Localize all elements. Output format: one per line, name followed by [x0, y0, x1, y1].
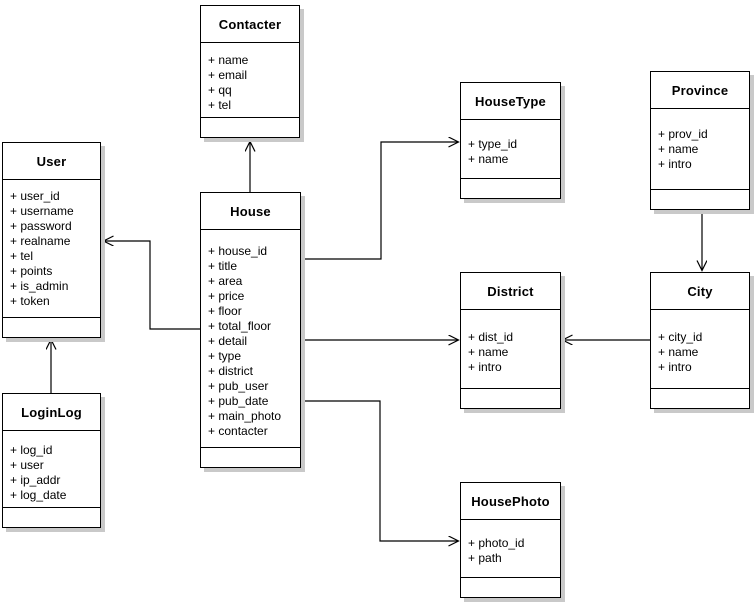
attribute-row: + house_id — [208, 244, 268, 258]
attribute-row: + intro — [468, 360, 502, 374]
attribute-list: + dist_id+ name+ intro — [461, 310, 560, 388]
attribute-row: + name — [658, 142, 699, 156]
class-box-user[interactable]: User + user_id+ username+ password+ real… — [2, 142, 101, 338]
class-box-contacter[interactable]: Contacter + name+ email+ qq+ tel — [200, 5, 300, 138]
attribute-row: + prov_id — [658, 127, 708, 141]
class-title: HousePhoto — [461, 483, 560, 520]
class-title: User — [3, 143, 100, 180]
attribute-row: + user — [10, 458, 44, 472]
class-box-house[interactable]: House + house_id+ title+ area+ price+ fl… — [200, 192, 301, 468]
class-box-city[interactable]: City + city_id+ name+ intro — [650, 272, 750, 409]
methods-compartment — [201, 117, 299, 137]
attribute-row: + intro — [658, 360, 692, 374]
methods-compartment — [201, 447, 300, 467]
attribute-row: + log_date — [10, 488, 67, 502]
attribute-row: + type — [208, 349, 242, 363]
attribute-row: + detail — [208, 334, 248, 348]
attribute-row: + username — [10, 204, 74, 218]
attribute-row: + name — [208, 53, 249, 67]
attribute-row: + log_id — [10, 443, 53, 457]
methods-compartment — [3, 317, 100, 337]
connector-house-user[interactable] — [104, 241, 200, 330]
attribute-row: + realname — [10, 234, 71, 248]
attribute-list: + log_id+ user+ ip_addr+ log_date — [3, 431, 100, 507]
attribute-row: + district — [208, 364, 254, 378]
methods-compartment — [651, 189, 749, 209]
attribute-list: + house_id+ title+ area+ price+ floor+ t… — [201, 230, 300, 447]
attribute-row: + photo_id — [468, 536, 525, 550]
attribute-row: + intro — [658, 157, 692, 171]
attribute-row: + ip_addr — [10, 473, 61, 487]
class-box-housephoto[interactable]: HousePhoto + photo_id+ path — [460, 482, 561, 598]
attribute-list: + prov_id+ name+ intro — [651, 109, 749, 189]
class-title: LoginLog — [3, 394, 100, 431]
class-box-loginlog[interactable]: LoginLog + log_id+ user+ ip_addr+ log_da… — [2, 393, 101, 528]
connector-house-housetype[interactable] — [301, 142, 458, 260]
attribute-row: + path — [468, 551, 502, 565]
attribute-row: + type_id — [468, 137, 518, 151]
attribute-row: + token — [10, 294, 50, 308]
attribute-row: + floor — [208, 304, 242, 318]
attribute-row: + qq — [208, 83, 232, 97]
attribute-row: + email — [208, 68, 248, 82]
methods-compartment — [461, 577, 560, 597]
attribute-row: + title — [208, 259, 238, 273]
attribute-row: + city_id — [658, 330, 703, 344]
class-title: District — [461, 273, 560, 310]
attribute-row: + tel — [208, 98, 232, 112]
class-box-province[interactable]: Province + prov_id+ name+ intro — [650, 71, 750, 210]
attribute-row: + user_id — [10, 189, 60, 203]
attribute-row: + name — [658, 345, 699, 359]
attribute-row: + points — [10, 264, 53, 278]
attribute-row: + area — [208, 274, 243, 288]
methods-compartment — [3, 507, 100, 527]
attribute-list: + photo_id+ path — [461, 520, 560, 577]
class-title: HouseType — [461, 83, 560, 120]
class-title: House — [201, 193, 300, 230]
attribute-row: + name — [468, 345, 509, 359]
methods-compartment — [461, 178, 560, 198]
attribute-list: + name+ email+ qq+ tel — [201, 43, 299, 117]
attribute-row: + tel — [10, 249, 34, 263]
attribute-list: + city_id+ name+ intro — [651, 310, 749, 388]
class-title: Contacter — [201, 6, 299, 43]
attribute-list: + type_id+ name — [461, 120, 560, 178]
attribute-row: + main_photo — [208, 409, 282, 423]
attribute-row: + password — [10, 219, 72, 233]
attribute-row: + contacter — [208, 424, 268, 438]
class-title: Province — [651, 72, 749, 109]
methods-compartment — [461, 388, 560, 408]
attribute-row: + total_floor — [208, 319, 272, 333]
attribute-row: + is_admin — [10, 279, 69, 293]
class-box-housetype[interactable]: HouseType + type_id+ name — [460, 82, 561, 199]
class-box-district[interactable]: District + dist_id+ name+ intro — [460, 272, 561, 409]
attribute-row: + pub_user — [208, 379, 269, 393]
attribute-row: + pub_date — [208, 394, 269, 408]
methods-compartment — [651, 388, 749, 408]
attribute-row: + price — [208, 289, 245, 303]
attribute-list: + user_id+ username+ password+ realname+… — [3, 180, 100, 317]
attribute-row: + dist_id — [468, 330, 514, 344]
class-title: City — [651, 273, 749, 310]
connector-house-housephoto[interactable] — [301, 400, 458, 541]
attribute-row: + name — [468, 152, 509, 166]
